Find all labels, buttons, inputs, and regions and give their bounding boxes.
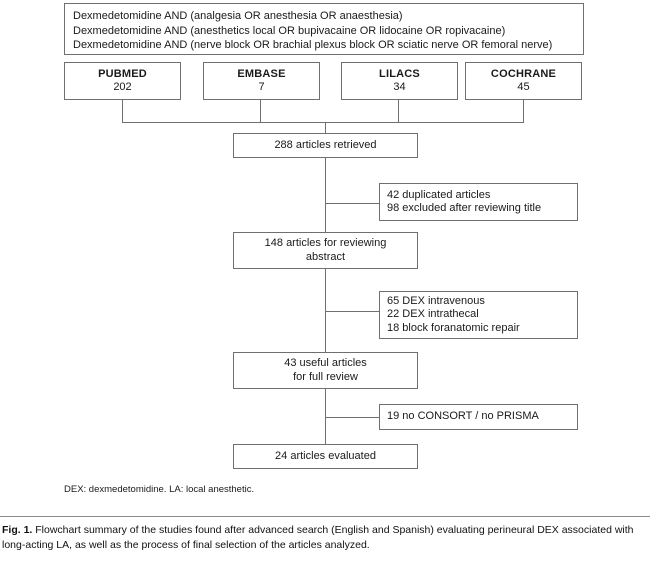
search-query-box: Dexmedetomidine AND (analgesia OR anesth… (64, 3, 584, 55)
exclusion-box-no-consort-prisma: 19 no CONSORT / no PRISMA (379, 404, 578, 430)
database-box-cochrane: COCHRANE 45 (465, 62, 582, 100)
connector-lilacs-down (398, 100, 399, 122)
database-count: 7 (258, 81, 265, 93)
database-name: PUBMED (98, 67, 147, 80)
connector-tee-exclusion-3 (325, 417, 379, 418)
query-line-1: Dexmedetomidine AND (analgesia OR anesth… (73, 10, 403, 22)
exclusion-box-duplicates: 42 duplicated articles 98 excluded after… (379, 183, 578, 221)
database-box-embase: EMBASE 7 (203, 62, 320, 100)
exclusion-line-1: 65 DEX intravenous (387, 294, 485, 307)
connector-bus-to-retrieved (325, 122, 326, 137)
query-line-2: Dexmedetomidine AND (anesthetics local O… (73, 24, 506, 37)
exclusion-line-1: 42 duplicated articles (387, 188, 491, 201)
stage-box-articles-retrieved: 288 articles retrieved (233, 133, 418, 158)
stage-line-2: for full review (293, 370, 358, 383)
connector-database-bus (122, 122, 524, 123)
figure-caption-text: Flowchart summary of the studies found a… (2, 524, 634, 551)
exclusion-line-1: 19 no CONSORT / no PRISMA (387, 410, 539, 423)
abbreviation-footnote: DEX: dexmedetomidine. LA: local anesthet… (64, 484, 255, 495)
stage-line-2: abstract (305, 250, 346, 263)
connector-embase-down (260, 100, 261, 122)
exclusion-line-2: 98 excluded after reviewing title (387, 202, 542, 214)
figure-caption-label: Fig. 1. (2, 524, 33, 536)
connector-trunk-1 (325, 158, 326, 233)
stage-line-1: 43 useful articles (284, 357, 367, 369)
connector-tee-exclusion-1 (325, 203, 379, 204)
stage-line-1: 288 articles retrieved (274, 138, 377, 151)
database-box-pubmed: PUBMED 202 (64, 62, 181, 100)
stage-box-articles-evaluated: 24 articles evaluated (233, 444, 418, 469)
exclusion-box-dex-routes: 65 DEX intravenous 22 DEX intrathecal 18… (379, 291, 578, 339)
database-name: EMBASE (237, 67, 286, 80)
stage-box-articles-for-abstract-review: 148 articles for reviewing abstract (233, 232, 418, 269)
database-name: LILACS (379, 67, 420, 80)
query-line-3: Dexmedetomidine AND (nerve block OR brac… (73, 39, 553, 51)
database-name: COCHRANE (490, 67, 557, 80)
stage-box-useful-articles: 43 useful articles for full review (233, 352, 418, 389)
database-count: 45 (517, 81, 530, 93)
connector-tee-exclusion-2 (325, 311, 379, 312)
connector-pubmed-down (122, 100, 123, 122)
database-box-lilacs: LILACS 34 (341, 62, 458, 100)
database-count: 202 (113, 81, 132, 93)
caption-divider (0, 516, 650, 517)
exclusion-line-2: 22 DEX intrathecal (387, 308, 479, 321)
stage-line-1: 148 articles for reviewing (264, 237, 387, 249)
exclusion-line-3: 18 block foranatomic repair (387, 321, 520, 334)
database-count: 34 (393, 81, 406, 93)
connector-cochrane-down (523, 100, 524, 122)
stage-line-1: 24 articles evaluated (275, 449, 376, 462)
figure-caption: Fig. 1. Flowchart summary of the studies… (2, 523, 650, 552)
